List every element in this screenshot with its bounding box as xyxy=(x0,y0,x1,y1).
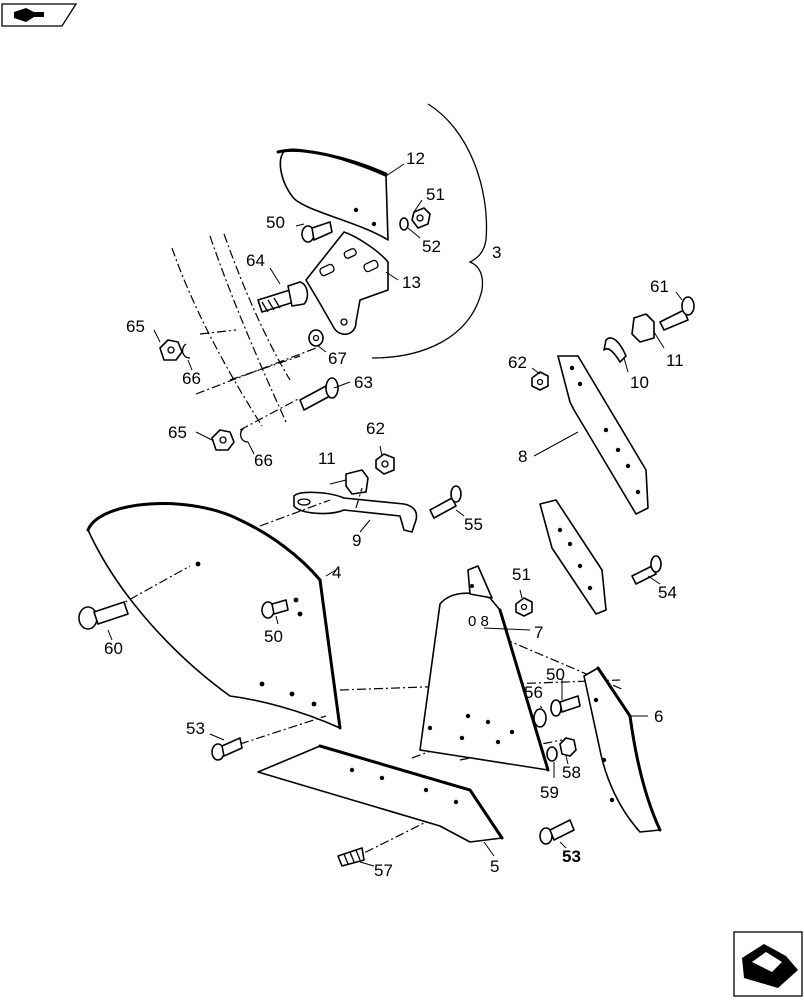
bolt-53-right xyxy=(539,819,575,845)
bolt-64 xyxy=(257,281,309,313)
nut-51-lower xyxy=(515,597,533,617)
bolt-57 xyxy=(337,847,365,867)
callout-62: 62 xyxy=(508,353,527,372)
part-9-brace xyxy=(293,491,418,533)
nut-65-lower xyxy=(211,429,235,451)
callout-50: 50 xyxy=(266,213,285,232)
callout-11: 11 xyxy=(666,351,684,370)
washer-66-lower xyxy=(239,427,249,443)
callout-63: 63 xyxy=(354,373,373,392)
bolt-61 xyxy=(659,296,695,331)
nut-11-mid xyxy=(345,469,369,495)
part-5-share xyxy=(257,744,504,843)
callout-64: 64 xyxy=(246,251,265,270)
callout-66: 66 xyxy=(182,369,201,388)
washer-66-upper xyxy=(181,343,191,359)
washer-67 xyxy=(308,329,324,347)
callout-58: 58 xyxy=(562,763,581,782)
callout-50: 50 xyxy=(546,665,565,684)
leader-lines xyxy=(107,163,683,867)
nut-62-mid xyxy=(375,453,395,475)
callout-50: 50 xyxy=(264,627,283,646)
callout-10: 10 xyxy=(630,373,649,392)
washer-56 xyxy=(533,708,547,728)
callout-5: 5 xyxy=(490,857,499,876)
callout-6: 6 xyxy=(654,707,663,726)
callout-52: 52 xyxy=(422,237,441,256)
callout-59: 59 xyxy=(540,783,559,802)
bolt-50-right xyxy=(550,695,581,717)
callout-57: 57 xyxy=(374,861,393,880)
part-landside-plate xyxy=(539,499,607,615)
callout-51: 51 xyxy=(426,185,445,204)
part-10-clip xyxy=(603,337,627,363)
nut-11-upper xyxy=(631,313,655,343)
bolt-50-upper xyxy=(301,221,333,243)
part-13-bracket xyxy=(305,231,389,335)
callout-53: 53 xyxy=(186,719,205,738)
callout-65: 65 xyxy=(168,423,187,442)
callout-62: 62 xyxy=(366,419,385,438)
callout-9: 9 xyxy=(352,531,361,550)
callout-55: 55 xyxy=(464,515,483,534)
part-12-upper-shield xyxy=(276,148,389,241)
callout-51: 51 xyxy=(512,565,531,584)
callout-0-8: 0 8 xyxy=(468,613,489,630)
callout-4: 4 xyxy=(332,563,341,582)
assembly-brace xyxy=(371,103,488,359)
upper-centerlines xyxy=(171,233,317,431)
callout-66: 66 xyxy=(254,451,273,470)
bolt-55 xyxy=(429,485,462,519)
callout-labels: 12 51 50 52 3 64 13 65 67 66 63 65 66 61… xyxy=(104,149,684,880)
bolt-53-left xyxy=(211,737,243,761)
callout-11: 11 xyxy=(318,449,336,468)
bolt-60 xyxy=(78,601,129,630)
callout-7: 7 xyxy=(534,623,543,642)
part-6-shin xyxy=(583,666,662,833)
callout-67: 67 xyxy=(328,349,347,368)
callout-3: 3 xyxy=(492,243,501,262)
callout-56: 56 xyxy=(524,683,543,702)
callout-12: 12 xyxy=(406,149,425,168)
callout-53: 53 xyxy=(562,847,581,866)
bolt-63 xyxy=(299,377,339,411)
washer-52 xyxy=(399,217,409,231)
bolt-54 xyxy=(631,555,662,585)
washer-59 xyxy=(546,746,558,762)
nut-62-right xyxy=(531,371,549,391)
nut-65-upper xyxy=(159,339,183,361)
callout-8: 8 xyxy=(518,447,527,466)
nut-51-upper xyxy=(411,207,431,229)
nut-58 xyxy=(559,737,577,757)
callout-61: 61 xyxy=(650,277,669,296)
part-4-moldboard xyxy=(86,502,342,730)
part-7-frog xyxy=(419,565,550,772)
book-arrow-icon[interactable] xyxy=(1,3,78,27)
callout-60: 60 xyxy=(104,639,123,658)
next-page-arrow-icon[interactable] xyxy=(733,931,803,997)
callout-65: 65 xyxy=(126,317,145,336)
part-8-bar xyxy=(557,355,649,515)
callout-13: 13 xyxy=(402,273,421,292)
bolt-50-moldboard xyxy=(261,599,289,619)
callout-54: 54 xyxy=(658,583,677,602)
